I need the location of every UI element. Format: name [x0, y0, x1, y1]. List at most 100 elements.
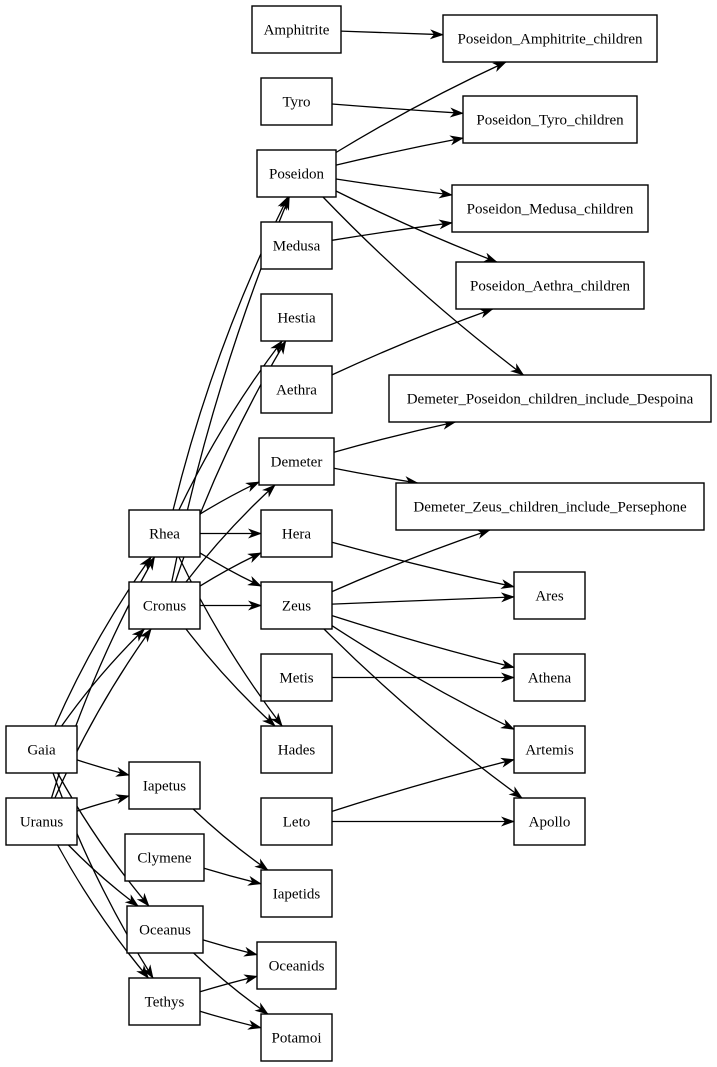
node-box: [455, 261, 645, 310]
edge-line: [331, 614, 515, 670]
node-label: Poseidon_Aethra_children: [470, 279, 630, 295]
edge-line: [178, 556, 283, 727]
node-label: Medusa: [273, 239, 321, 255]
edge-line: [202, 939, 258, 957]
edge-line: [322, 196, 525, 376]
node-box: [513, 725, 586, 774]
node-box: [260, 797, 333, 846]
node-amphitrite: Amphitrite: [251, 5, 342, 54]
edge-poseidon-to-pos_aethra: [335, 190, 498, 263]
node-box: [251, 5, 342, 54]
node-box: [395, 482, 705, 531]
edge-line: [57, 772, 150, 907]
node-box: [513, 653, 586, 702]
edge-medusa-to-pos_medusa: [331, 219, 453, 241]
node-box: [128, 581, 201, 630]
node-tethys: Tethys: [128, 977, 201, 1026]
edge-line: [61, 628, 146, 727]
edge-zeus-to-ares: [331, 592, 515, 605]
node-iapetus: Iapetus: [128, 761, 201, 810]
edge-oceanus-to-oceanids: [202, 939, 258, 957]
node-label: Potamoi: [271, 1031, 321, 1047]
node-label: Hades: [278, 743, 316, 759]
edge-poseidon-to-pos_tyro: [335, 135, 464, 166]
edge-zeus-to-athena: [331, 614, 515, 670]
edge-line: [331, 625, 515, 730]
node-poseidon-tyro-children: Poseidon_Tyro_children: [462, 95, 638, 144]
edge-rhea-to-hades: [178, 556, 283, 727]
node-demeter: Demeter: [258, 437, 335, 486]
edge-line: [331, 103, 464, 118]
node-label: Demeter_Poseidon_children_include_Despoi…: [407, 392, 694, 408]
node-box: [258, 437, 335, 486]
edge-gaia-to-oceanus: [57, 772, 150, 907]
node-zeus: Zeus: [260, 581, 333, 630]
node-rhea: Rhea: [128, 509, 201, 558]
edge-line: [323, 628, 523, 799]
edge-cronus-to-demeter: [185, 484, 276, 583]
node-gaia: Gaia: [5, 725, 78, 774]
node-box: [513, 797, 586, 846]
node-oceanus: Oceanus: [126, 905, 204, 954]
node-oceanids: Oceanids: [256, 941, 337, 990]
node-cronus: Cronus: [128, 581, 201, 630]
edge-tyro-to-pos_tyro: [331, 103, 464, 118]
edge-line: [178, 340, 283, 511]
node-box: [260, 365, 333, 414]
node-label: Oceanus: [139, 923, 191, 939]
node-label: Uranus: [20, 815, 63, 831]
node-potamoi: Potamoi: [260, 1013, 333, 1062]
node-label: Tethys: [145, 995, 185, 1011]
edge-line: [331, 541, 515, 589]
node-label: Amphitrite: [264, 23, 330, 39]
node-box: [388, 374, 712, 423]
edge-hera-to-ares: [331, 541, 515, 589]
edge-line: [199, 552, 262, 587]
node-box: [256, 941, 337, 990]
node-label: Oceanids: [269, 959, 325, 975]
edge-amphitrite-to-pos_amph: [340, 29, 444, 40]
node-iapetids: Iapetids: [260, 869, 333, 918]
edge-rhea-to-hestia: [178, 340, 283, 511]
edge-gaia-to-iapetus: [76, 759, 130, 777]
node-box: [260, 221, 333, 270]
node-athena: Athena: [513, 653, 586, 702]
node-box: [128, 977, 201, 1026]
edge-line: [331, 219, 453, 241]
edge-line: [57, 844, 150, 979]
edge-line: [193, 952, 269, 1015]
node-label: Poseidon_Medusa_children: [467, 202, 634, 218]
node-box: [260, 653, 333, 702]
edge-line: [185, 484, 276, 583]
edge-gaia-to-cronus: [61, 628, 146, 727]
edge-cronus-to-hades: [185, 628, 276, 727]
node-label: Ares: [535, 589, 563, 605]
node-box: [256, 149, 337, 198]
node-label: Aethra: [276, 383, 317, 399]
node-poseidon-medusa-children: Poseidon_Medusa_children: [451, 184, 649, 233]
edge-line: [199, 1010, 262, 1030]
edge-line: [335, 135, 464, 166]
node-hades: Hades: [260, 725, 333, 774]
node-label: Apollo: [529, 815, 571, 831]
edge-line: [335, 190, 498, 263]
node-box: [124, 833, 205, 882]
node-box: [5, 725, 78, 774]
node-box: [126, 905, 204, 954]
edge-line: [340, 29, 444, 40]
node-label: Iapetids: [273, 887, 321, 903]
edge-line: [54, 556, 152, 727]
node-label: Artemis: [525, 743, 573, 759]
edge-clymene-to-iapetids: [203, 867, 262, 886]
node-label: Rhea: [149, 527, 180, 543]
node-uranus: Uranus: [5, 797, 78, 846]
edge-line: [333, 419, 457, 453]
edge-tethys-to-potamoi: [199, 1010, 262, 1030]
node-label: Hera: [282, 527, 311, 543]
edge-line: [76, 794, 130, 812]
node-aethra: Aethra: [260, 365, 333, 414]
edge-aethra-to-pos_aethra: [331, 308, 494, 376]
node-box: [260, 581, 333, 630]
edge-zeus-to-dem_zeus: [331, 529, 491, 593]
